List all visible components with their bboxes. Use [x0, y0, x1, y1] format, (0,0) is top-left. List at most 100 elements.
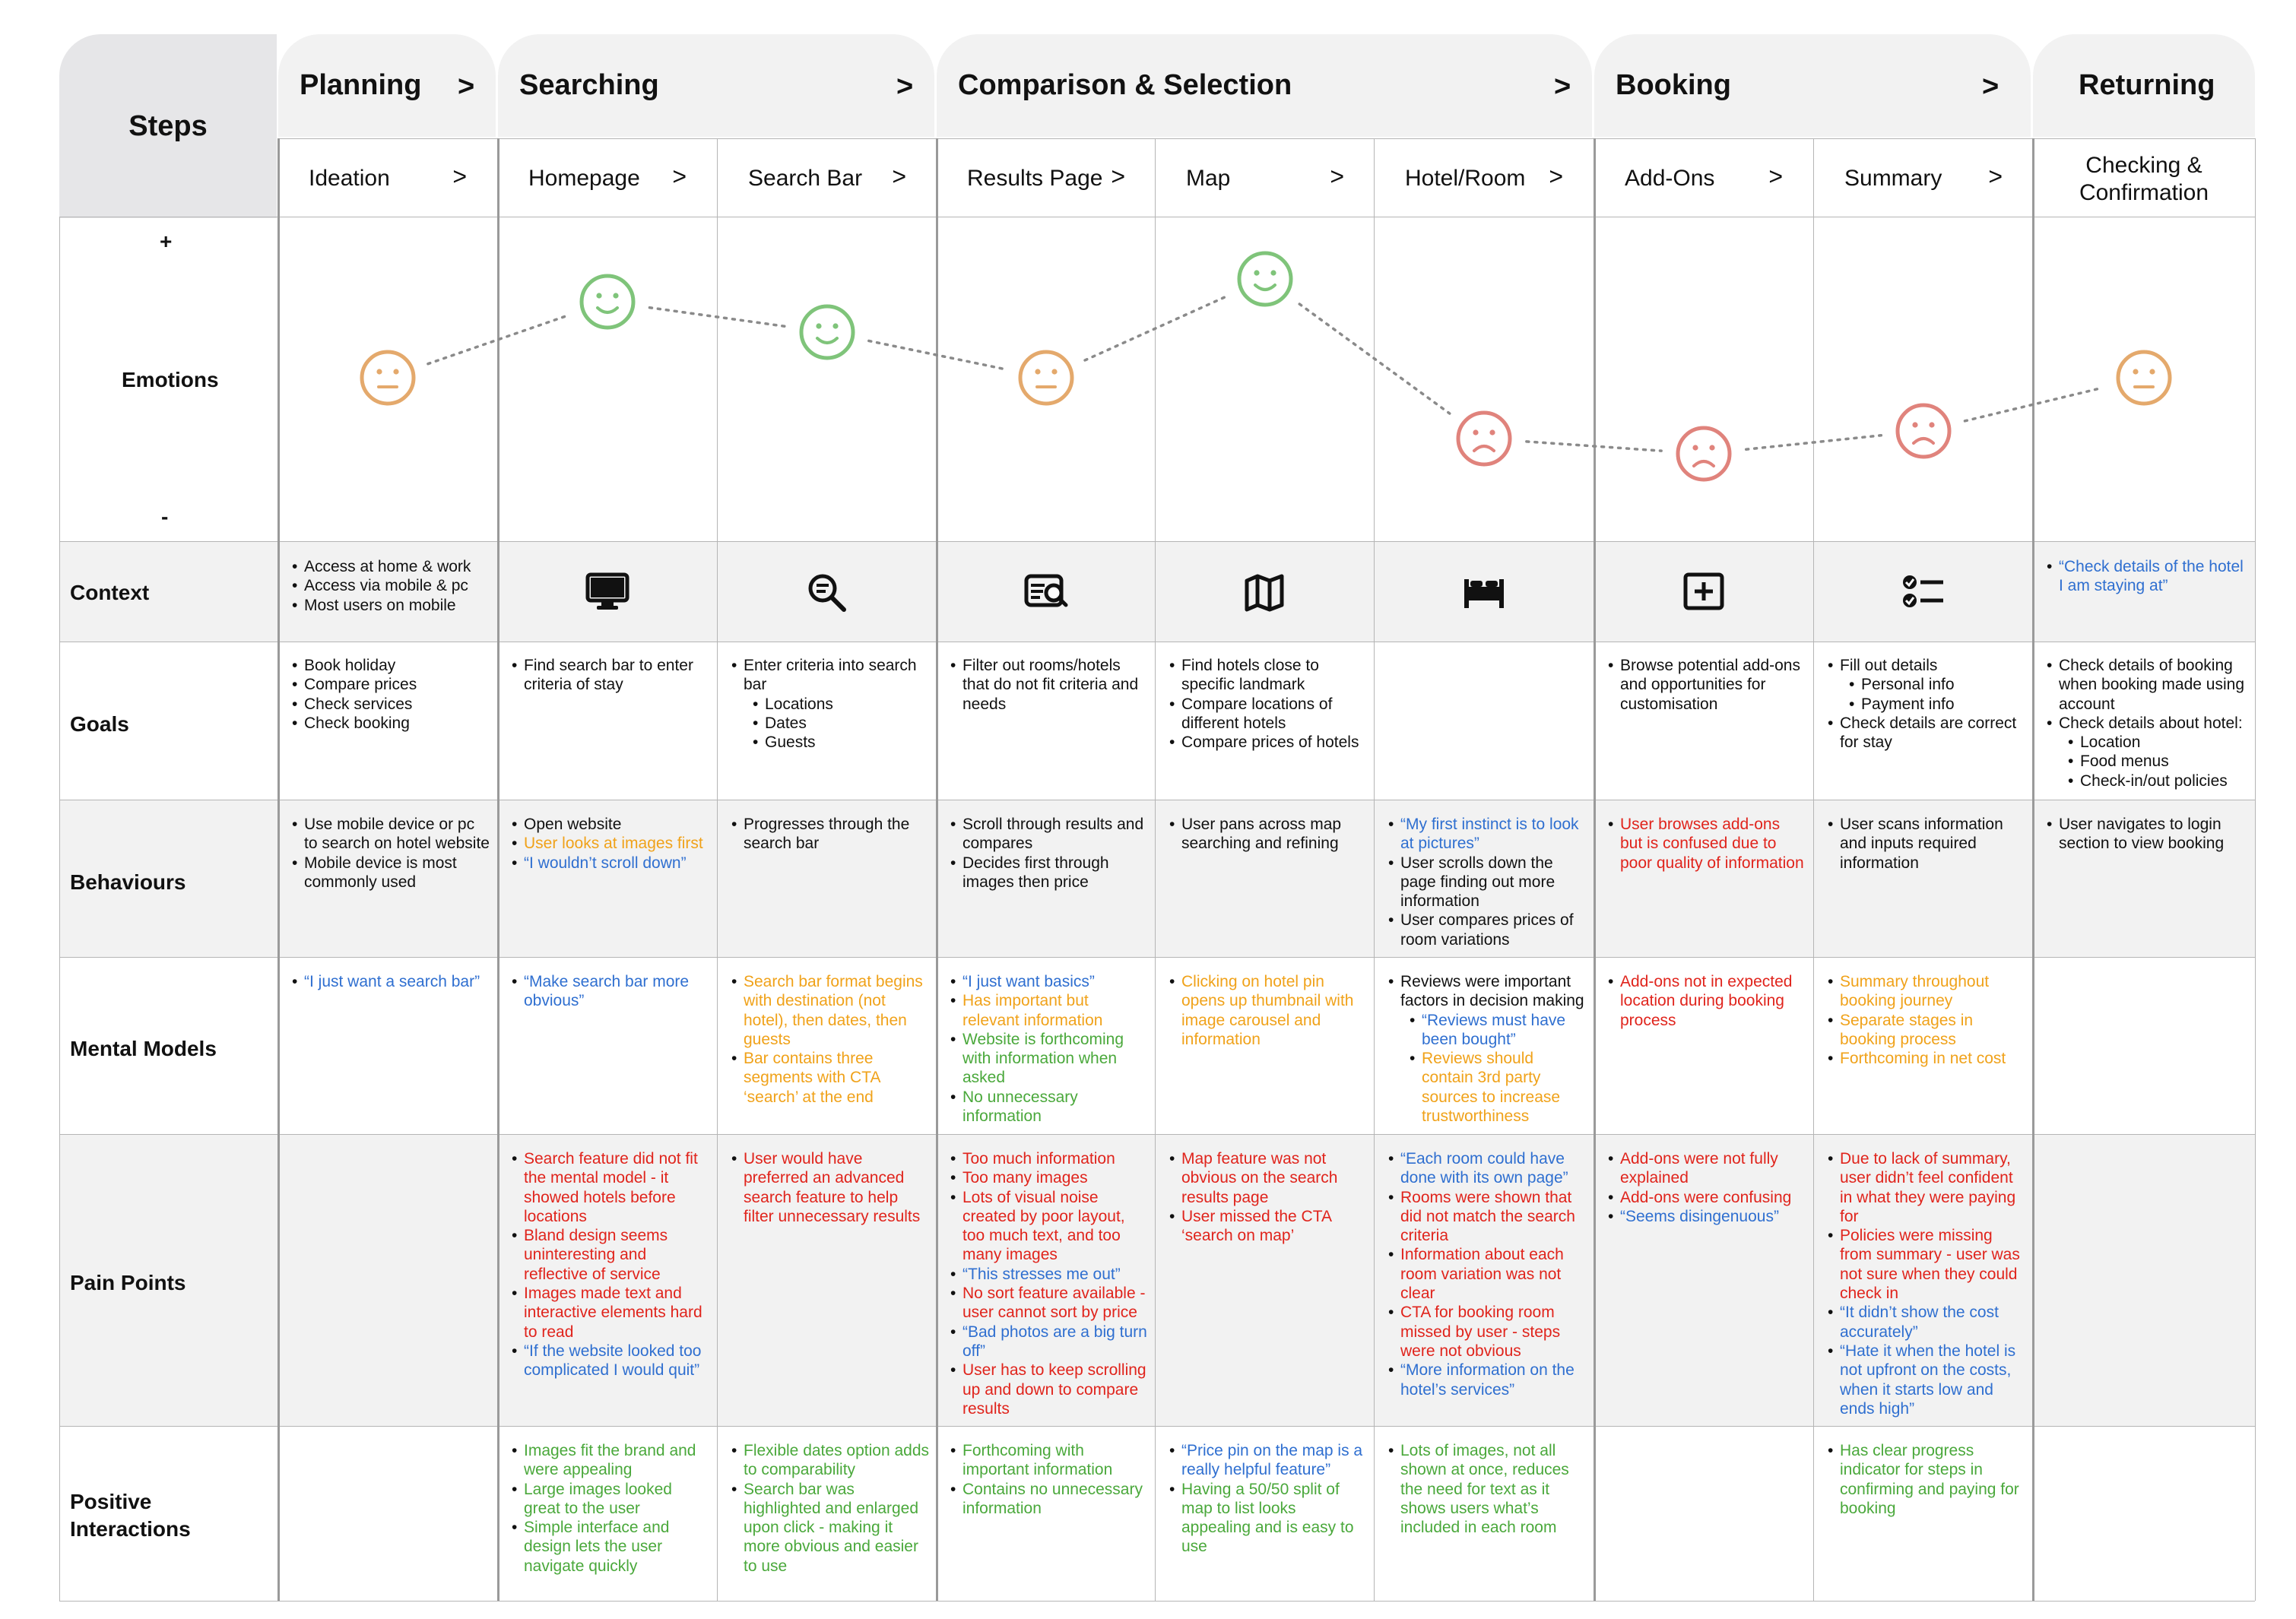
list-item: Compare prices [292, 675, 490, 695]
list-item: User scrolls down the page finding out m… [1388, 854, 1587, 911]
list-item: Has important but relevant information [950, 991, 1149, 1030]
behaviours-cell: User navigates to login section to view … [2044, 815, 2245, 854]
list-item: “Make search bar more obvious” [512, 972, 710, 1011]
context-cell: Access at home & workAccess via mobile &… [289, 557, 490, 615]
list-item: “This stresses me out” [950, 1265, 1149, 1285]
list-item: Website is forthcoming with information … [950, 1030, 1149, 1088]
list-item: Decides first through images then price [950, 854, 1149, 892]
list-item: Forthcoming with important information [950, 1441, 1149, 1480]
checklist-icon [1901, 570, 1946, 616]
pain-points-label: Pain Points [70, 1271, 186, 1294]
sad-face-icon [1895, 403, 1952, 459]
positive-interactions-cell: Has clear progress indicator for steps i… [1825, 1441, 2026, 1518]
list-item: Payment info [1849, 695, 2026, 714]
grid-line [497, 138, 499, 1601]
neutral-face-icon [1018, 350, 1074, 406]
neutral-face-icon [360, 350, 416, 406]
list-item: “I just want basics” [950, 972, 1149, 992]
list-item: Fill out details [1828, 656, 2026, 676]
chevron-right-icon: > [1549, 163, 1563, 190]
behaviours-label: Behaviours [70, 870, 186, 894]
chevron-right-icon: > [1554, 71, 1571, 103]
behaviours-cell: “My first instinct is to look at picture… [1385, 815, 1587, 949]
list-item: No sort feature available - user cannot … [950, 1284, 1149, 1323]
list-item: Enter criteria into search bar [731, 656, 930, 695]
list-item: “I wouldn’t scroll down” [512, 854, 710, 873]
list-item: No unnecessary information [950, 1088, 1149, 1126]
list-item: Add-ons not in expected location during … [1608, 972, 1806, 1030]
steps-label: Steps [128, 110, 208, 142]
list-item: Find hotels close to specific landmark [1169, 656, 1368, 695]
goals-label: Goals [70, 712, 129, 736]
happy-face-icon [799, 304, 855, 360]
happy-face-icon [1237, 251, 1293, 307]
phase-label: Returning [2079, 69, 2215, 101]
behaviours-cell: Use mobile device or pc to search on hot… [289, 815, 490, 892]
list-item: “Reviews must have been bought” [1410, 1011, 1587, 1050]
goals-cell: Find search bar to enter criteria of sta… [509, 656, 710, 695]
sad-face-icon [1676, 426, 1732, 482]
goals-cell: Enter criteria into search barLocationsD… [728, 656, 930, 752]
phase-searching: Searching > [498, 34, 934, 137]
list-item: Location [2068, 733, 2245, 752]
behaviours-cell: Open websiteUser looks at images first“I… [509, 815, 710, 873]
phase-label: Comparison & Selection [958, 69, 1292, 101]
list-item: User scans information and inputs requir… [1828, 815, 2026, 873]
emotion-connector [1298, 303, 1451, 415]
list-item: “Check details of the hotel I am staying… [2047, 557, 2245, 596]
list-item: Most users on mobile [292, 596, 490, 616]
list-item: Compare locations of different hotels [1169, 695, 1368, 733]
list-item: Simple interface and design lets the use… [512, 1518, 710, 1576]
grid-line [278, 138, 2255, 139]
emotion-connector [1083, 295, 1228, 362]
list-item: Rooms were shown that did not match the … [1388, 1188, 1587, 1246]
stage-summary: Summary > [1814, 138, 2033, 217]
grid-line [59, 1601, 2255, 1602]
pain-points-cell: Add-ons were not fully explainedAdd-ons … [1605, 1149, 1806, 1226]
phase-comparison: Comparison & Selection > [937, 34, 1592, 137]
list-item: “Each room could have done with its own … [1388, 1149, 1587, 1188]
grid-line [59, 1134, 2255, 1135]
sad-face-icon [1456, 410, 1512, 467]
pain-points-cell: Search feature did not fit the mental mo… [509, 1149, 710, 1380]
stage-label: Summary [1844, 166, 1942, 191]
list-item: Large images looked great to the user [512, 1480, 710, 1519]
chevron-right-icon: > [896, 71, 914, 103]
list-item: Contains no unnecessary information [950, 1480, 1149, 1519]
list-item: Too much information [950, 1149, 1149, 1169]
list-item: Due to lack of summary, user didn’t feel… [1828, 1149, 2026, 1226]
add-box-icon [1681, 570, 1727, 616]
mental-models-cell: Clicking on hotel pin opens up thumbnail… [1166, 972, 1368, 1049]
list-item: Policies were missing from summary - use… [1828, 1226, 2026, 1303]
pain-points-cell: “Each room could have done with its own … [1385, 1149, 1587, 1399]
pain-points-cell: Map feature was not obvious on the searc… [1166, 1149, 1368, 1245]
list-item: Scroll through results and compares [950, 815, 1149, 854]
pain-points-cell: Due to lack of summary, user didn’t feel… [1825, 1149, 2026, 1418]
list-item: User pans across map searching and refin… [1169, 815, 1368, 854]
pain-points-cell: Too much informationToo many imagesLots … [947, 1149, 1149, 1418]
list-item: Compare prices of hotels [1169, 733, 1368, 752]
compare-icon [1023, 570, 1069, 616]
list-item: Lots of visual noise created by poor lay… [950, 1188, 1149, 1265]
mental-models-cell: Search bar format begins with destinatio… [728, 972, 930, 1107]
list-item: Flexible dates option adds to comparabil… [731, 1441, 930, 1480]
positive-interactions-label: Positive Interactions [70, 1490, 191, 1541]
list-item: Information about each room variation wa… [1388, 1245, 1587, 1303]
map-icon [1242, 570, 1288, 616]
list-item: User compares prices of room variations [1388, 911, 1587, 949]
stage-homepage: Homepage > [498, 138, 717, 217]
phase-label: Planning [300, 69, 422, 101]
stage-search-bar: Search Bar > [718, 138, 937, 217]
behaviours-cell: Scroll through results and comparesDecid… [947, 815, 1149, 892]
list-item: Has clear progress indicator for steps i… [1828, 1441, 2026, 1518]
search-icon [804, 570, 850, 616]
list-item: “More information on the hotel’s service… [1388, 1361, 1587, 1399]
emotions-plus: + [160, 230, 173, 253]
grid-line [1155, 138, 1156, 1601]
happy-face-icon [579, 274, 636, 330]
stage-label: Checking & Confirmation [2079, 153, 2209, 205]
list-item: Check details about hotel: [2047, 714, 2245, 733]
goals-cell: Find hotels close to specific landmarkCo… [1166, 656, 1368, 752]
list-item: Check booking [292, 714, 490, 733]
grid-line [59, 957, 2255, 958]
